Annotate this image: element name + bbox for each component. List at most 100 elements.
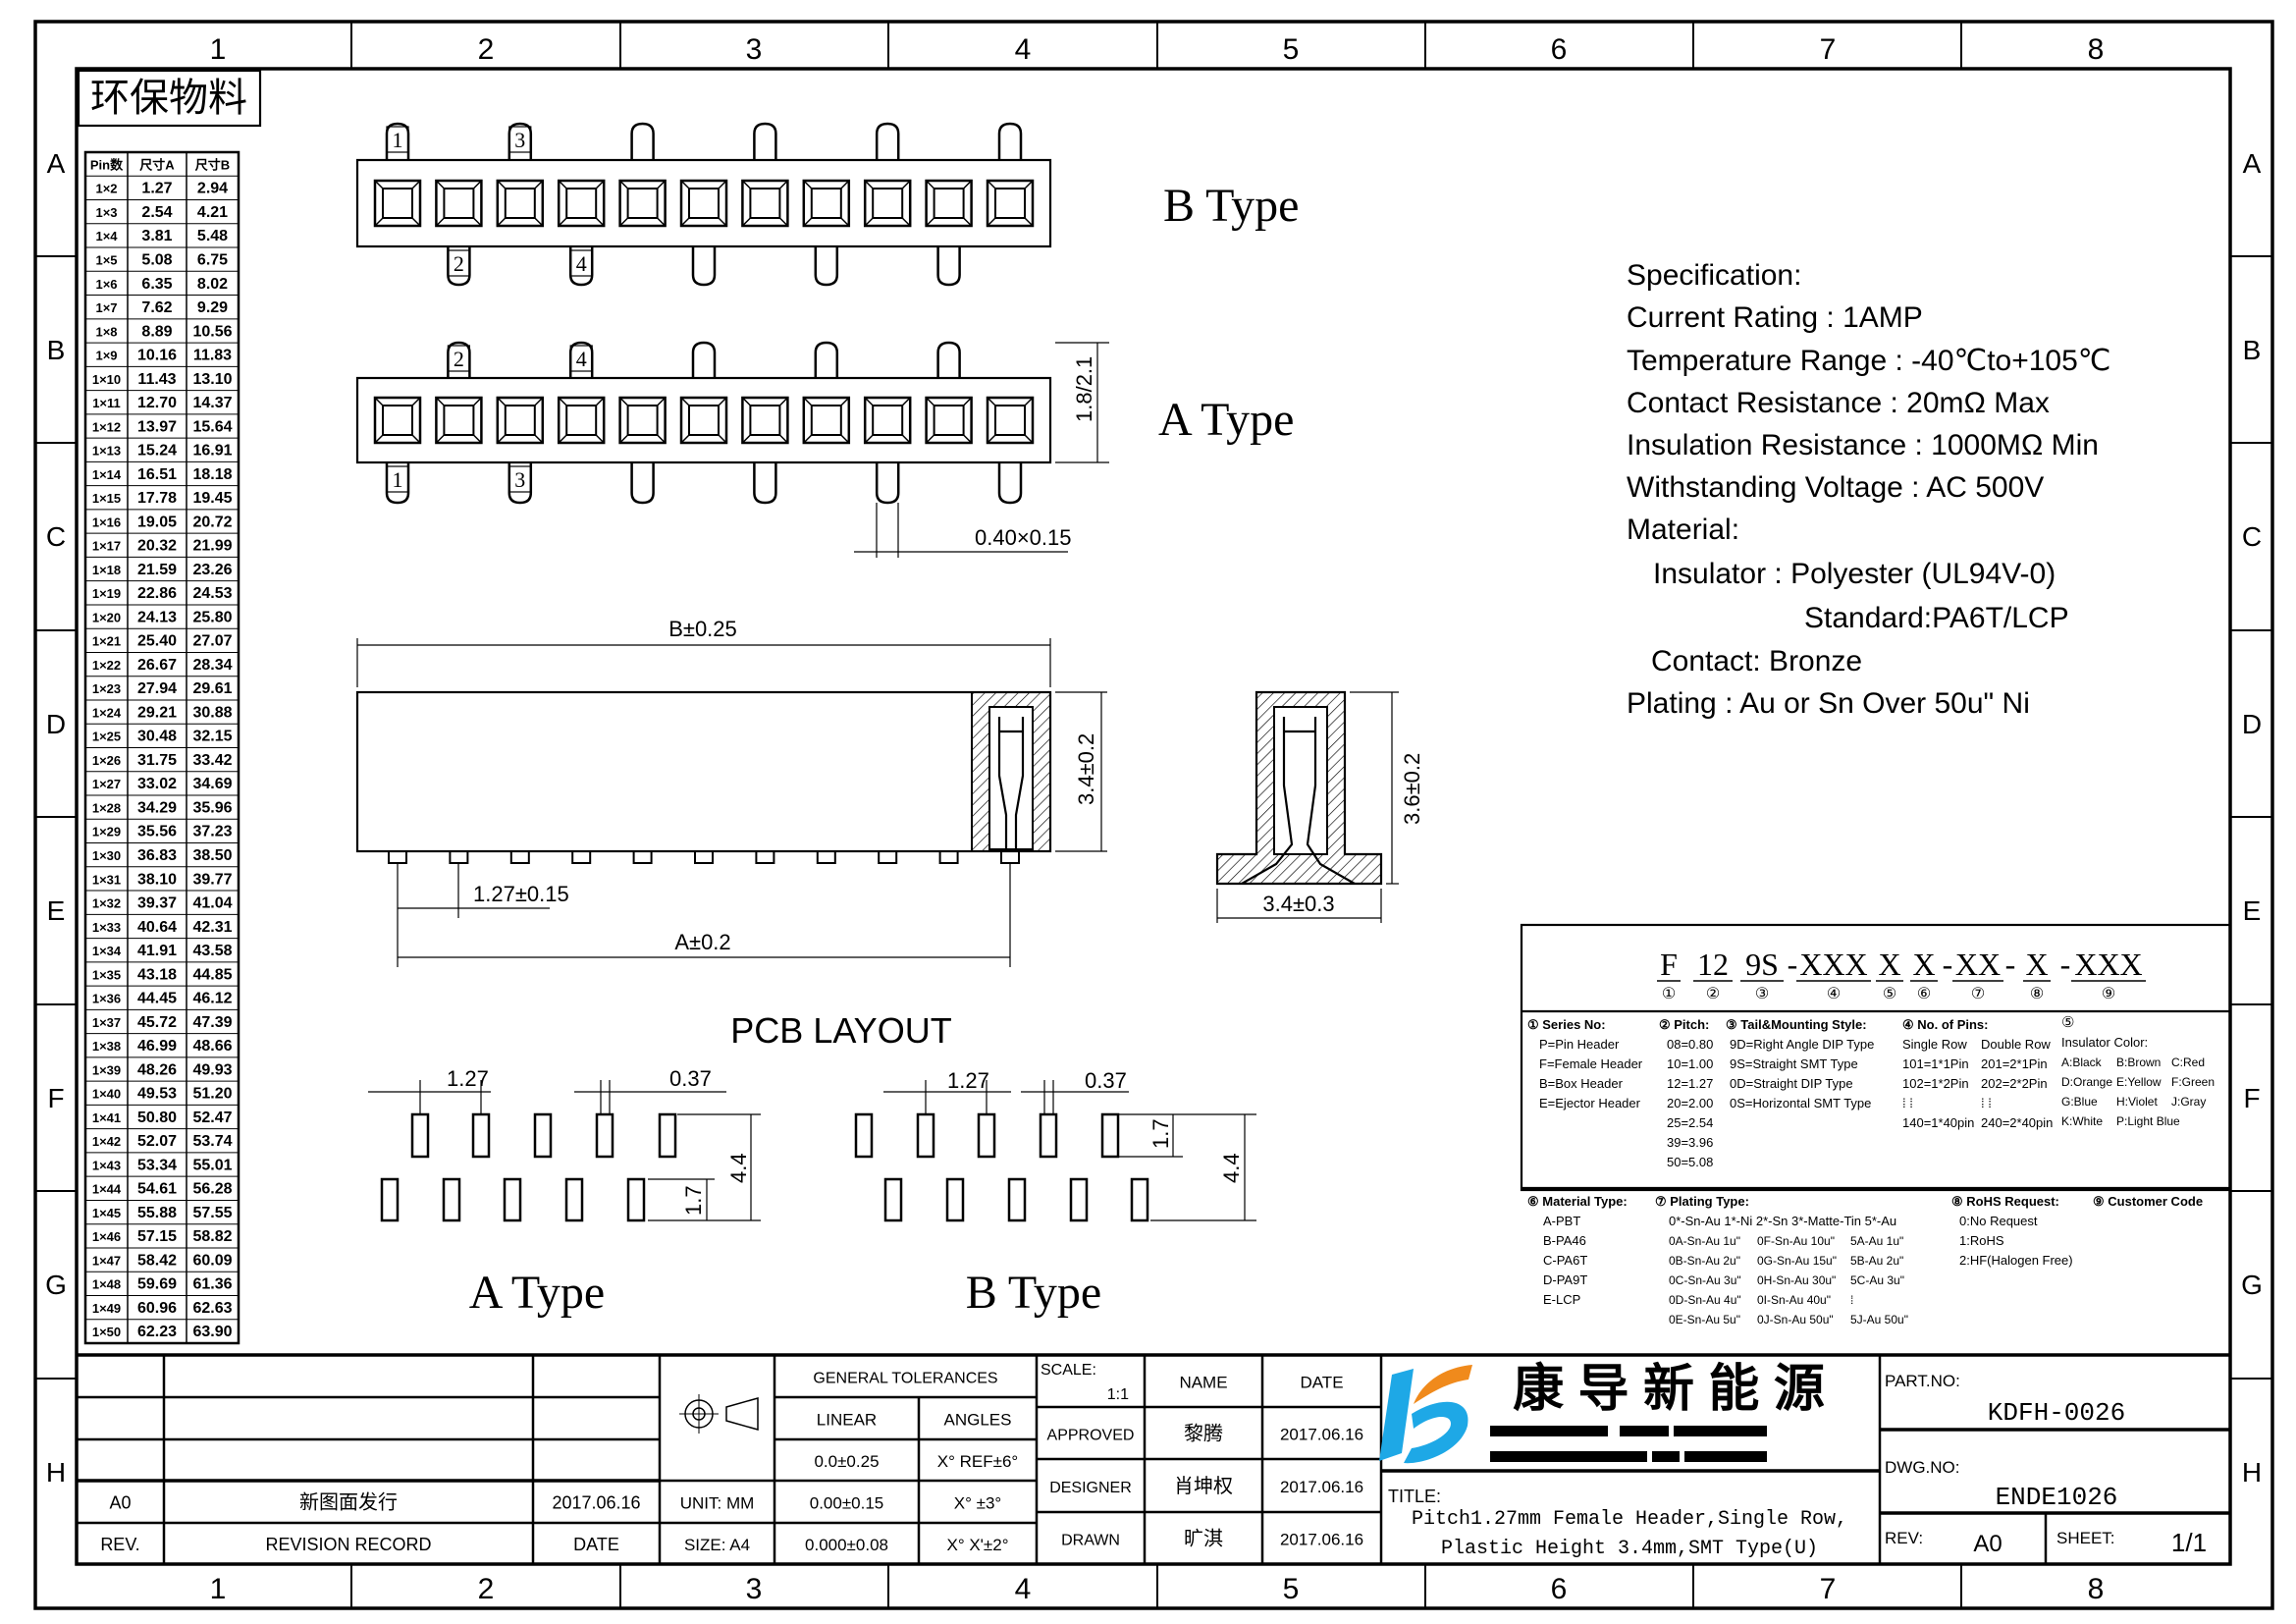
table-cell: 1×39 (92, 1062, 121, 1077)
contact-cavity (373, 179, 422, 228)
cavity-chamfer (840, 180, 850, 189)
table-cell: 23.26 (192, 562, 232, 578)
tolerances-title: GENERAL TOLERANCES (813, 1371, 997, 1387)
pin-number-label: 4 (576, 347, 587, 371)
table-cell: 46.99 (137, 1038, 177, 1055)
cavity-chamfer (680, 434, 690, 444)
cavity-chamfer (595, 217, 605, 227)
table-cell: 1×24 (92, 705, 122, 720)
code-segment: 9S③ (1740, 947, 1784, 1002)
table-cell: 36.83 (137, 847, 177, 864)
tolerance-angle-value: X° X'±2° (946, 1536, 1008, 1554)
legend-item: 2:HF(Halogen Free) (1959, 1253, 2073, 1268)
legend-item: 10=1.00 (1667, 1056, 1713, 1071)
cavity-chamfer (963, 397, 973, 406)
pcb-pad (380, 1177, 400, 1222)
table-cell: 31.75 (137, 752, 177, 769)
cavity-chamfer (619, 397, 629, 406)
table-cell: 1×19 (92, 586, 121, 601)
table-cell: 1×3 (95, 205, 117, 220)
table-cell: 1×47 (92, 1253, 121, 1268)
table-cell: 10.56 (192, 323, 232, 340)
cavity-chamfer (374, 180, 384, 189)
tolerance-linear-value: 0.00±0.15 (810, 1494, 884, 1513)
table-cell: 25.40 (137, 633, 177, 650)
table-cell: 1×15 (92, 491, 121, 506)
grid-column-label: 1 (210, 1573, 227, 1605)
tolerance-angles-header: ANGLES (944, 1411, 1012, 1430)
grid-column-label: 8 (2088, 1573, 2105, 1605)
contact-cavity (435, 396, 483, 445)
revision-rev-header: REV. (100, 1535, 139, 1554)
cavity-chamfer (497, 434, 507, 444)
logo-swoosh (1414, 1365, 1472, 1404)
table-cell: 1×31 (92, 872, 121, 887)
cavity-chamfer (472, 397, 482, 406)
cavity-chamfer (619, 434, 629, 444)
logo-b-stem (1379, 1369, 1414, 1461)
solder-tail (1000, 850, 1020, 864)
pcb-pad (1039, 1112, 1058, 1159)
grid-column-label: 1 (210, 33, 227, 66)
contact-text-block (1652, 1451, 1680, 1462)
pin-number-box (569, 249, 593, 277)
contact-cavity (496, 179, 545, 228)
table-cell: 1×35 (92, 967, 121, 982)
cavity-chamfer (901, 397, 911, 406)
pin-number-box (569, 345, 593, 372)
code-segment-text: XXX (1799, 947, 1867, 982)
legend-item: Double Row (1981, 1037, 2051, 1052)
table-cell: 38.10 (137, 871, 177, 888)
dim-pin-size: 0.40×0.15 (854, 503, 1071, 558)
legend-item: 50=5.08 (1667, 1155, 1713, 1169)
code-segment-text: XX (1955, 947, 2001, 982)
table-cell: 1×10 (92, 372, 121, 387)
table-cell: 49.53 (137, 1086, 177, 1103)
code-segment: X⑤ (1876, 947, 1903, 1002)
part-no-value: KDFH-0026 (1988, 1398, 2125, 1428)
legend-item: A:Black (2061, 1056, 2103, 1069)
grid-column-label: 4 (1015, 1573, 1032, 1605)
table-cell: 1×26 (92, 753, 121, 768)
table-cell: 2.54 (141, 204, 172, 221)
table-cell: 1×2 (95, 182, 117, 196)
legend-item: 9D=Right Angle DIP Type (1730, 1037, 1874, 1052)
legend-item: 0J-Sn-Au 50u" (1757, 1313, 1834, 1326)
code-separator: - (1943, 947, 1953, 982)
cavity-chamfer (778, 180, 788, 189)
table-cell: 1×41 (92, 1110, 121, 1125)
pin-number-label: 1 (393, 467, 403, 492)
table-cell: 41.91 (137, 943, 177, 959)
pin-tail (753, 462, 777, 505)
pin-tail (875, 122, 900, 160)
table-cell: 1×8 (95, 324, 117, 339)
code-segment-number: ② (1706, 986, 1720, 1002)
cavity-chamfer (595, 180, 605, 189)
legend-item: 0I-Sn-Au 40u" (1757, 1293, 1831, 1307)
scale-value: 1:1 (1107, 1386, 1129, 1403)
cavity-chamfer (558, 434, 567, 444)
code-segment-text: X (2025, 947, 2048, 982)
code-segment-text: X (1912, 947, 1935, 982)
table-cell: 48.26 (137, 1061, 177, 1078)
table-cell: 52.47 (192, 1110, 232, 1126)
table-cell: 5.08 (141, 252, 172, 269)
grid-column-label: 3 (746, 1573, 763, 1605)
specification: Specification: Current Rating : 1AMP Tem… (1627, 259, 2111, 720)
table-cell: 20.32 (137, 538, 177, 555)
contact-cavity (618, 179, 667, 228)
table-cell: 19.05 (137, 514, 177, 530)
table-header-cell: 尺寸B (195, 157, 230, 172)
cavity-chamfer (435, 434, 445, 444)
legend-item: 0G-Sn-Au 15u" (1757, 1254, 1837, 1268)
dim-b-text: B±0.25 (668, 617, 737, 641)
